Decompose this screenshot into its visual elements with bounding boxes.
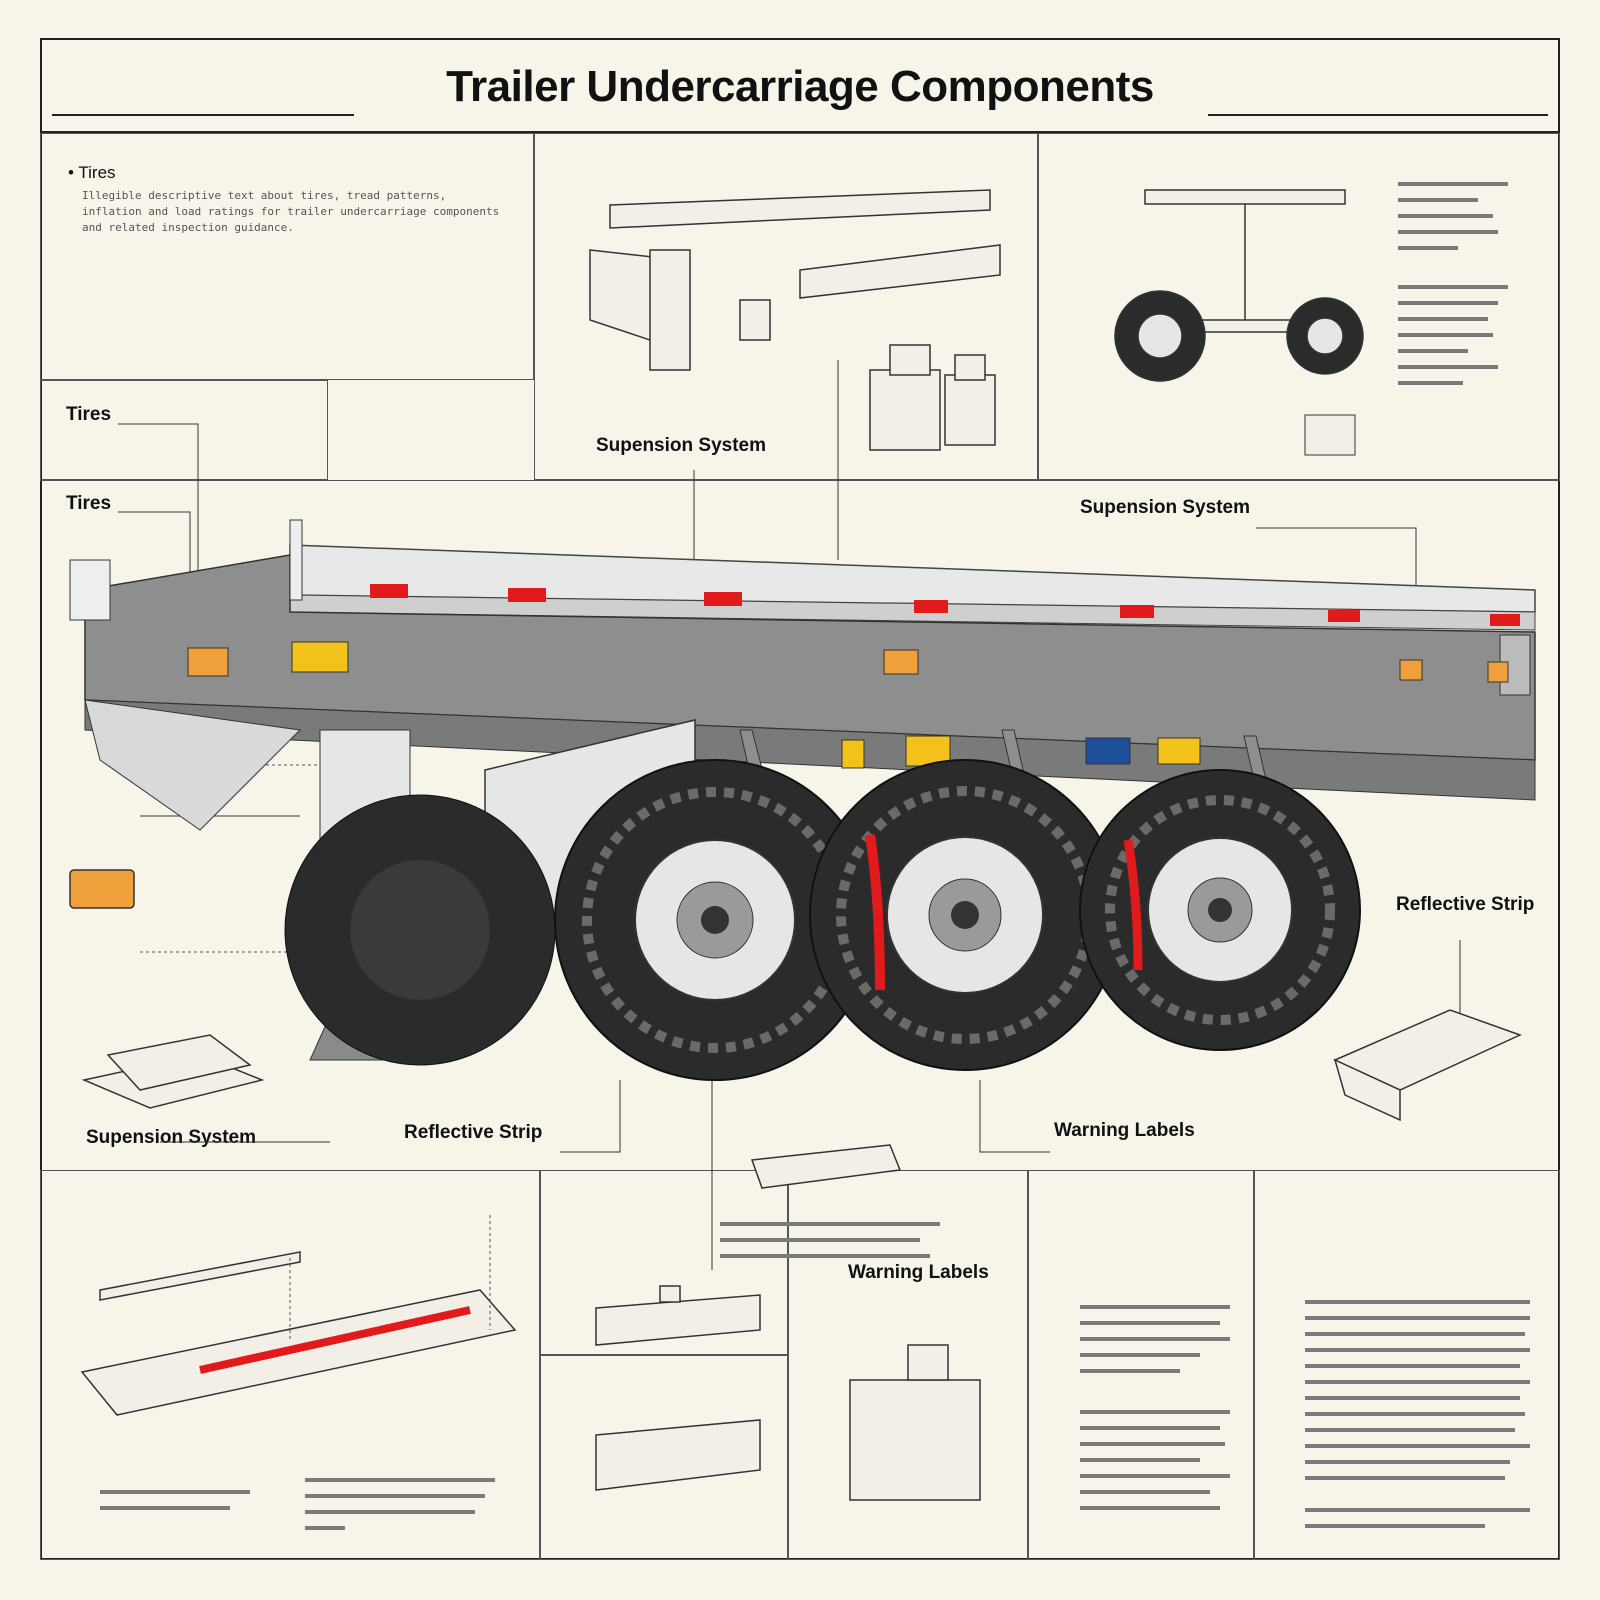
text-panel-middle — [1028, 1170, 1254, 1560]
intro-heading: Tires — [68, 163, 115, 183]
reflective-rail-panel — [40, 1170, 540, 1560]
callout-suspension-right: Supension System — [1080, 497, 1250, 518]
callout-tires-top: Tires — [66, 404, 112, 425]
intro-text: Illegible descriptive text about tires, … — [82, 189, 500, 234]
bracket-panel-bottom — [540, 1355, 788, 1560]
title-band: Trailer Undercarriage Components — [40, 38, 1560, 133]
suspension-detail-panel — [534, 133, 1038, 480]
text-panel-right — [1254, 1170, 1560, 1560]
bracket-panel-top — [540, 1170, 788, 1355]
intro-panel — [40, 133, 534, 380]
axle-detail-panel — [1038, 133, 1560, 480]
callout-suspension-top: Supension System — [596, 435, 766, 456]
title-rule-left — [52, 114, 354, 116]
callout-warning-bottom: Warning Labels — [1054, 1120, 1195, 1141]
main-panel — [40, 480, 1560, 1170]
callout-reflective-bottom: Reflective Strip — [404, 1122, 543, 1143]
callout-reflective-right: Reflective Strip — [1396, 894, 1535, 915]
page-title: Trailer Undercarriage Components — [446, 62, 1154, 111]
tires-label-panel — [40, 380, 328, 480]
title-rule-right — [1208, 114, 1548, 116]
callout-suspension-bottom: Supension System — [86, 1127, 256, 1148]
callout-warning-panel: Warning Labels — [848, 1262, 989, 1283]
warning-panel — [788, 1170, 1028, 1560]
callout-tires-mid: Tires — [66, 493, 112, 514]
